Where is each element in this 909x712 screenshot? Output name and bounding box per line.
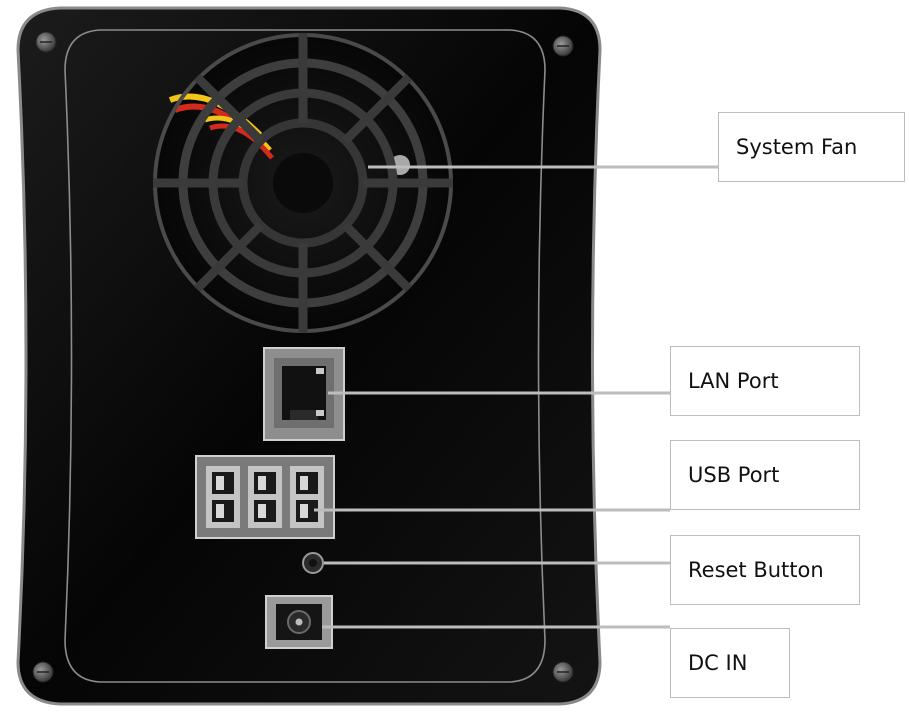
callout-dc-in: DC IN [670,628,790,698]
callout-label: USB Port [688,463,780,487]
callout-label: DC IN [688,651,748,675]
callout-reset-button: Reset Button [670,535,860,605]
system-fan-icon [153,33,453,333]
usb-port-icon [195,455,335,539]
screw-icon [552,35,574,57]
screw-icon [552,661,574,683]
callout-label: System Fan [736,135,858,159]
callout-lan-port: LAN Port [670,346,860,416]
reset-button-icon [302,552,324,574]
callout-usb-port: USB Port [670,440,860,510]
dc-in-icon [265,595,333,649]
screw-icon [32,661,54,683]
enclosure-inner-bezel [64,29,546,683]
callout-label: LAN Port [688,369,779,393]
screw-icon [35,31,57,53]
callout-system-fan: System Fan [718,112,905,182]
callout-label: Reset Button [688,558,824,582]
